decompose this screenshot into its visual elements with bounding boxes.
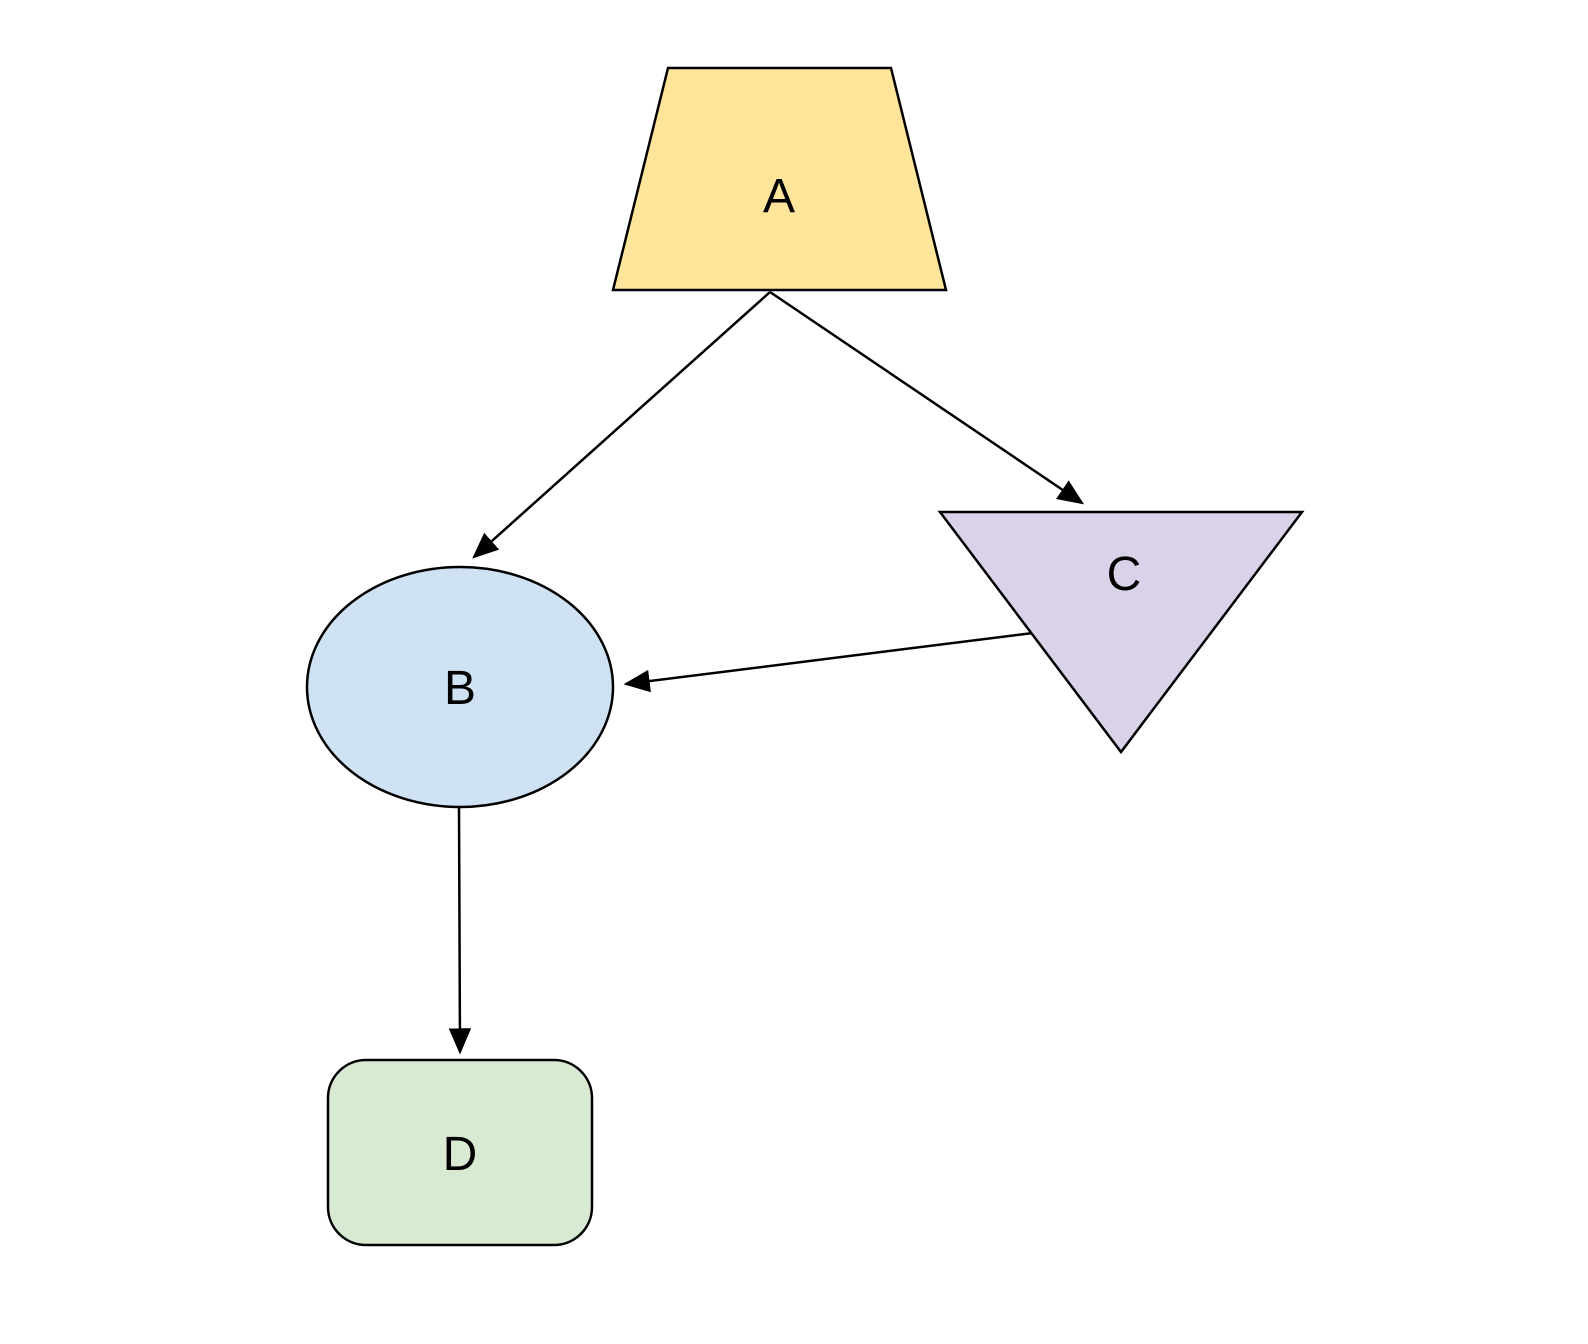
edge-b-to-d [448,807,472,1055]
edge-a-to-c [769,290,1085,505]
node-b-label: B [444,662,476,715]
edge-c-to-b [623,631,1034,693]
node-b-ellipse [305,565,615,809]
node-a-trapezoid [611,66,948,292]
node-c-label: C [1107,548,1142,601]
edge-a-to-b [472,291,771,559]
node-d-label: D [443,1128,478,1181]
node-a-label: A [763,170,795,223]
node-d-rounded-rect [326,1058,594,1247]
node-c-triangle [937,510,1305,755]
